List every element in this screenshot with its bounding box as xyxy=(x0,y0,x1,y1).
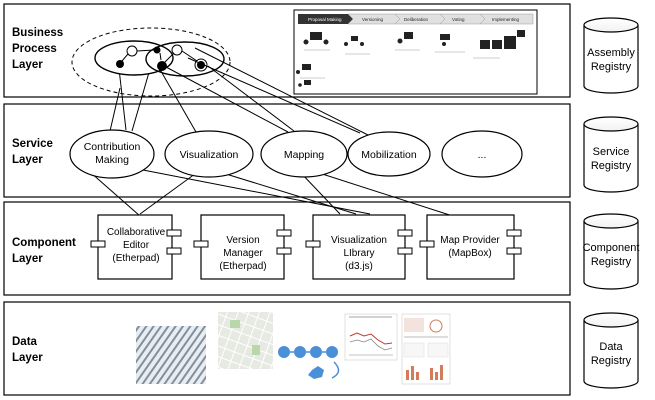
component-label: (Etherpad) xyxy=(219,261,266,272)
business-layer-title: Process xyxy=(12,43,57,55)
service-label: Contribution xyxy=(84,141,141,153)
component-layer-title: Component xyxy=(12,237,76,249)
component-label: Manager xyxy=(223,248,263,259)
service-layer-title: Layer xyxy=(12,154,43,166)
component-label: LIbrary xyxy=(343,248,374,259)
stage-label: Implementing xyxy=(492,17,520,22)
service-label: Making xyxy=(95,154,129,166)
service-contribution-making xyxy=(69,129,155,179)
service-label: Mobilization xyxy=(361,149,417,161)
documents-thumbnail xyxy=(136,326,206,384)
service-layer-title: Service xyxy=(12,138,53,150)
service-mobilization xyxy=(347,131,431,177)
service-label: Visualization xyxy=(180,149,239,161)
service-nodes: Contribution Making Visualization Mappin… xyxy=(69,129,523,179)
assembly-registry: Assembly Registry xyxy=(583,17,639,94)
business-process-model xyxy=(71,27,231,97)
connection-lines xyxy=(89,47,463,220)
registry-label: Registry xyxy=(591,355,632,367)
registry-label: Component xyxy=(583,242,640,254)
component-label: Version xyxy=(226,235,259,246)
component-label: Visualization xyxy=(331,235,387,246)
component-label: Collaborative xyxy=(107,227,166,238)
component-label: (MapBox) xyxy=(448,248,491,259)
component-label: (Etherpad) xyxy=(112,253,159,264)
registry-label: Registry xyxy=(591,61,632,73)
dashboard-thumbnail xyxy=(401,313,451,385)
registry-label: Registry xyxy=(591,256,632,268)
flow-thumbnail xyxy=(278,346,340,379)
registry-label: Registry xyxy=(591,160,632,172)
registry-label: Service xyxy=(593,146,630,158)
data-registry: Data Registry xyxy=(583,312,639,389)
service-registry: Service Registry xyxy=(583,116,639,193)
component-layer-title: Layer xyxy=(12,253,43,265)
service-label: ... xyxy=(478,149,487,161)
stage-label: Proposal Making xyxy=(308,17,342,22)
service-label: Mapping xyxy=(284,149,324,161)
component-registry: Component Registry xyxy=(583,213,640,290)
component-label: (d3.js) xyxy=(345,261,373,272)
service-visualization xyxy=(164,130,254,178)
service-mapping xyxy=(260,130,348,178)
service-more xyxy=(441,130,523,178)
data-thumbnails xyxy=(136,312,451,385)
registry-label: Assembly xyxy=(587,47,635,59)
stage-label: Versioning xyxy=(362,17,384,22)
process-stage-strip: Proposal Making Versioning Deliberation … xyxy=(293,9,538,95)
data-layer-title: Layer xyxy=(12,352,43,364)
stage-label: Voting xyxy=(452,17,465,22)
business-layer-title: Layer xyxy=(12,59,43,71)
component-visualization-library xyxy=(312,214,406,280)
component-label: Map Provider xyxy=(440,235,500,246)
stage-label: Deliberation xyxy=(404,17,429,22)
component-version-manager xyxy=(200,214,285,280)
data-layer-title: Data xyxy=(12,336,38,348)
registry-label: Data xyxy=(599,341,623,353)
component-nodes: Collaborative Editor (Etherpad) Version … xyxy=(90,214,522,280)
chart-thumbnail xyxy=(344,313,398,361)
component-label: Editor xyxy=(123,240,150,251)
registries: Assembly Registry Service Registry Compo… xyxy=(583,17,640,389)
business-layer-title: Business xyxy=(12,27,63,39)
component-map-provider xyxy=(426,214,515,280)
map-thumbnail xyxy=(218,312,273,369)
